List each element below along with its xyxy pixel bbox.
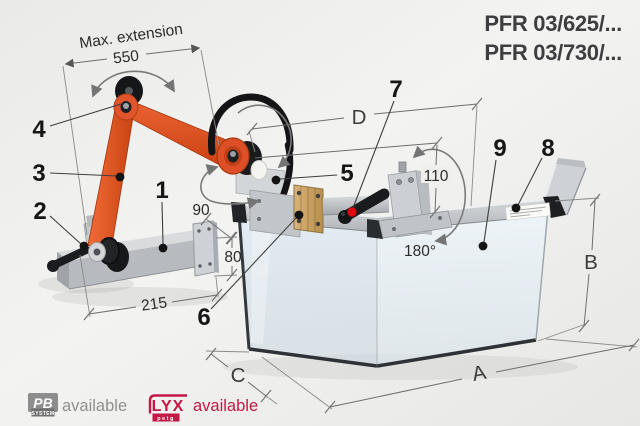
callout-7-marker xyxy=(347,207,357,217)
shield-front-panel xyxy=(377,209,548,366)
lyx-petg-logo: LYX petg xyxy=(148,394,187,422)
corner-cap-left xyxy=(231,202,247,223)
cable-tail xyxy=(279,141,294,200)
shield-left-panel xyxy=(239,214,377,366)
lyx-petg-text: petg xyxy=(157,416,175,422)
dim-label-215: 215 xyxy=(140,294,168,314)
shield-reflection xyxy=(251,222,272,344)
dim-label-180: 180° xyxy=(404,243,436,260)
end-flange-plate xyxy=(192,220,216,277)
footer-logos: PB SYSTEM available LYX petg available xyxy=(28,393,258,422)
title-line-1: PFR 03/625/... xyxy=(484,11,622,36)
dim-label-D: D xyxy=(352,106,367,129)
dim-label-C: C xyxy=(231,364,246,387)
title-block: PFR 03/625/... PFR 03/730/... xyxy=(484,11,622,65)
dim-label-550: 550 xyxy=(112,47,140,67)
callout-3: 3 xyxy=(32,160,45,187)
dim-label-90: 90 xyxy=(192,202,210,219)
corner-cap-right xyxy=(543,196,566,218)
lyx-logo-text: LYX xyxy=(152,398,185,415)
callouts: 1 2 3 4 5 6 7 8 9 xyxy=(32,76,554,331)
dim-label-B: B xyxy=(584,251,598,274)
callout-8: 8 xyxy=(541,135,554,162)
dim-label-80: 80 xyxy=(224,249,242,266)
pb-system-logo: PB SYSTEM xyxy=(28,393,58,417)
lyx-available-text: available xyxy=(193,397,258,415)
white-roller xyxy=(250,160,268,180)
corner-cap-mid xyxy=(367,219,383,239)
title-line-2: PFR 03/730/... xyxy=(484,40,622,65)
bracket-rotation-arc xyxy=(200,164,260,210)
dim-label-A: A xyxy=(470,361,488,386)
bar-front-face xyxy=(69,238,207,289)
callout-7: 7 xyxy=(389,76,402,103)
callout-1: 1 xyxy=(155,177,168,204)
pb-logo-text: PB xyxy=(33,395,52,411)
callout-5: 5 xyxy=(340,160,353,187)
callout-9: 9 xyxy=(493,135,506,162)
callout-6: 6 xyxy=(197,304,210,331)
link-rotation-arc xyxy=(412,145,467,246)
elbow-rotation-arc xyxy=(91,70,175,98)
callout-4: 4 xyxy=(32,116,46,143)
callout-2: 2 xyxy=(33,198,46,225)
pb-system-text: SYSTEM xyxy=(32,411,55,417)
dim-label-110: 110 xyxy=(424,168,449,185)
pb-available-text: available xyxy=(62,397,127,415)
link-bracket-plate xyxy=(249,189,301,238)
wooden-clamp-block xyxy=(293,184,324,234)
